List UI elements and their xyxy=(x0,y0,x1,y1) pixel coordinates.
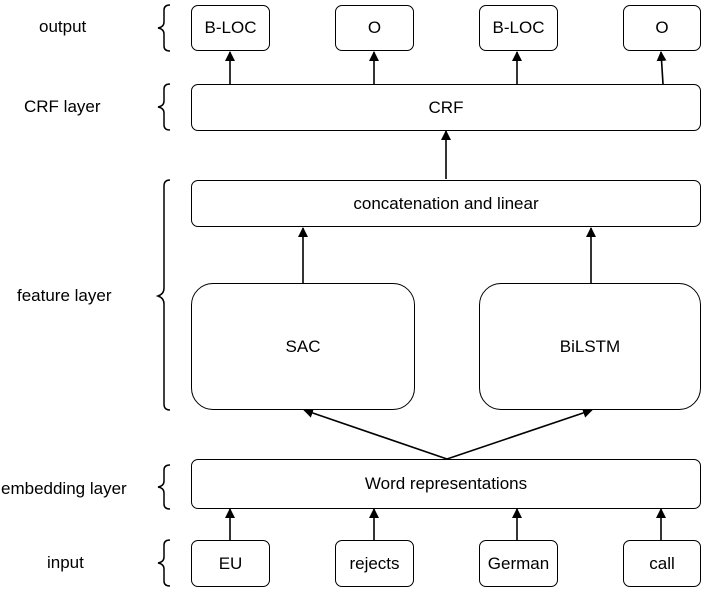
layer-label-crf: CRF layer xyxy=(24,97,101,116)
brace-input xyxy=(157,539,171,587)
output-node: O xyxy=(623,5,701,51)
output-node: B-LOC xyxy=(479,5,558,51)
output-node: B-LOC xyxy=(191,5,270,51)
bilstm-box: BiLSTM xyxy=(479,283,701,410)
input-token: German xyxy=(479,540,558,587)
arrow-crf-out4 xyxy=(656,51,667,85)
layer-label-input: input xyxy=(47,553,84,572)
layer-label-embedding: embedding layer xyxy=(1,479,127,498)
brace-crf xyxy=(157,83,171,131)
input-token: call xyxy=(623,540,701,587)
arrow-embed-sac xyxy=(303,408,448,460)
concat-linear-box: concatenation and linear xyxy=(191,180,701,227)
input-token: rejects xyxy=(335,540,414,587)
brace-output xyxy=(157,4,171,52)
brace-feature xyxy=(155,179,171,411)
layer-label-feature: feature layer xyxy=(17,286,112,305)
word-representations-box: Word representations xyxy=(191,459,701,509)
input-token: EU xyxy=(191,540,270,587)
layer-label-output: output xyxy=(39,17,87,36)
output-node: O xyxy=(335,5,414,51)
arrow-embed-bilstm xyxy=(446,408,593,460)
sac-box: SAC xyxy=(191,283,415,410)
crf-box: CRF xyxy=(191,84,701,131)
brace-embedding xyxy=(157,464,171,510)
